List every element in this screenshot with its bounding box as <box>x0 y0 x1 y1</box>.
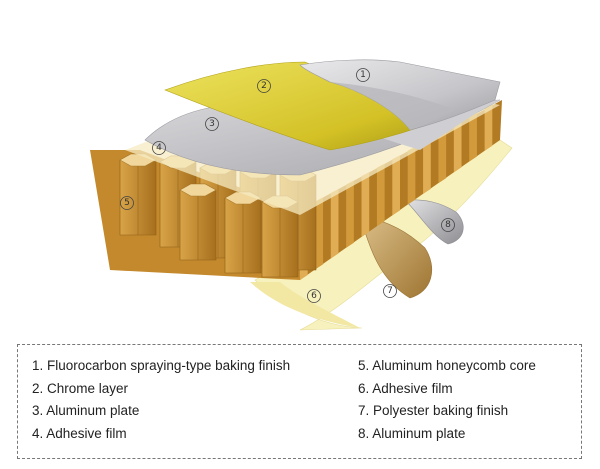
marker-2: 2 <box>257 79 271 93</box>
polyester-finish-curl <box>359 214 433 299</box>
honeycomb-side-strip <box>438 129 447 184</box>
honeycomb-side-strip <box>469 112 477 162</box>
marker-8: 8 <box>441 218 455 232</box>
honeycomb-side-strip <box>423 138 431 194</box>
legend-right-column: 5. Aluminum honeycomb core 6. Adhesive f… <box>358 358 536 448</box>
legend-item: 3. Aluminum plate <box>32 403 140 418</box>
legend-item: 2. Chrome layer <box>32 380 129 396</box>
honeycomb-panel-diagram: 1 2 3 4 5 6 7 8 <box>90 59 513 331</box>
honeycomb-side-strip <box>484 104 493 151</box>
honeycomb-cell <box>224 191 262 274</box>
legend-item: 7. Polyester baking finish <box>358 403 509 418</box>
honeycomb-cell <box>119 153 157 236</box>
svg-text:6: 6 <box>311 291 317 301</box>
svg-text:3: 3 <box>209 119 215 129</box>
honeycomb-side-strip <box>361 172 370 237</box>
svg-text:8: 8 <box>445 220 451 230</box>
bottom-adhesive-curl <box>250 282 360 328</box>
honeycomb-side-strip <box>346 180 354 248</box>
legend-item: 8. Aluminum plate <box>358 425 466 441</box>
honeycomb-side-strip <box>315 197 324 270</box>
chrome-layer <box>164 61 441 151</box>
legend-item: 4. Adhesive film <box>32 425 127 441</box>
svg-text:7: 7 <box>387 286 393 296</box>
marker-3: 3 <box>205 117 219 131</box>
honeycomb-side-strip <box>453 121 462 173</box>
svg-text:5: 5 <box>124 198 130 208</box>
honeycomb-side-strip <box>392 155 400 216</box>
honeycomb-cell <box>179 183 217 261</box>
marker-7: 7 <box>383 284 397 298</box>
marker-5: 5 <box>120 196 134 210</box>
svg-text:4: 4 <box>156 143 162 153</box>
svg-text:1: 1 <box>360 70 366 80</box>
honeycomb-side-strip <box>330 189 339 259</box>
legend-box: 1. Fluorocarbon spraying-type baking fin… <box>17 344 582 459</box>
legend-item: 1. Fluorocarbon spraying-type baking fin… <box>32 358 291 373</box>
marker-1: 1 <box>356 68 370 82</box>
honeycomb-side-strip <box>407 146 416 205</box>
bottom-aluminum-curl <box>404 199 464 245</box>
svg-text:2: 2 <box>261 81 267 91</box>
honeycomb-side-strip <box>376 163 385 227</box>
legend-item: 6. Adhesive film <box>358 380 453 396</box>
fluorocarbon-fold <box>330 82 455 130</box>
marker-4: 4 <box>152 141 166 155</box>
legend-item: 5. Aluminum honeycomb core <box>358 358 536 373</box>
marker-6: 6 <box>307 289 321 303</box>
legend-left-column: 1. Fluorocarbon spraying-type baking fin… <box>32 358 290 448</box>
